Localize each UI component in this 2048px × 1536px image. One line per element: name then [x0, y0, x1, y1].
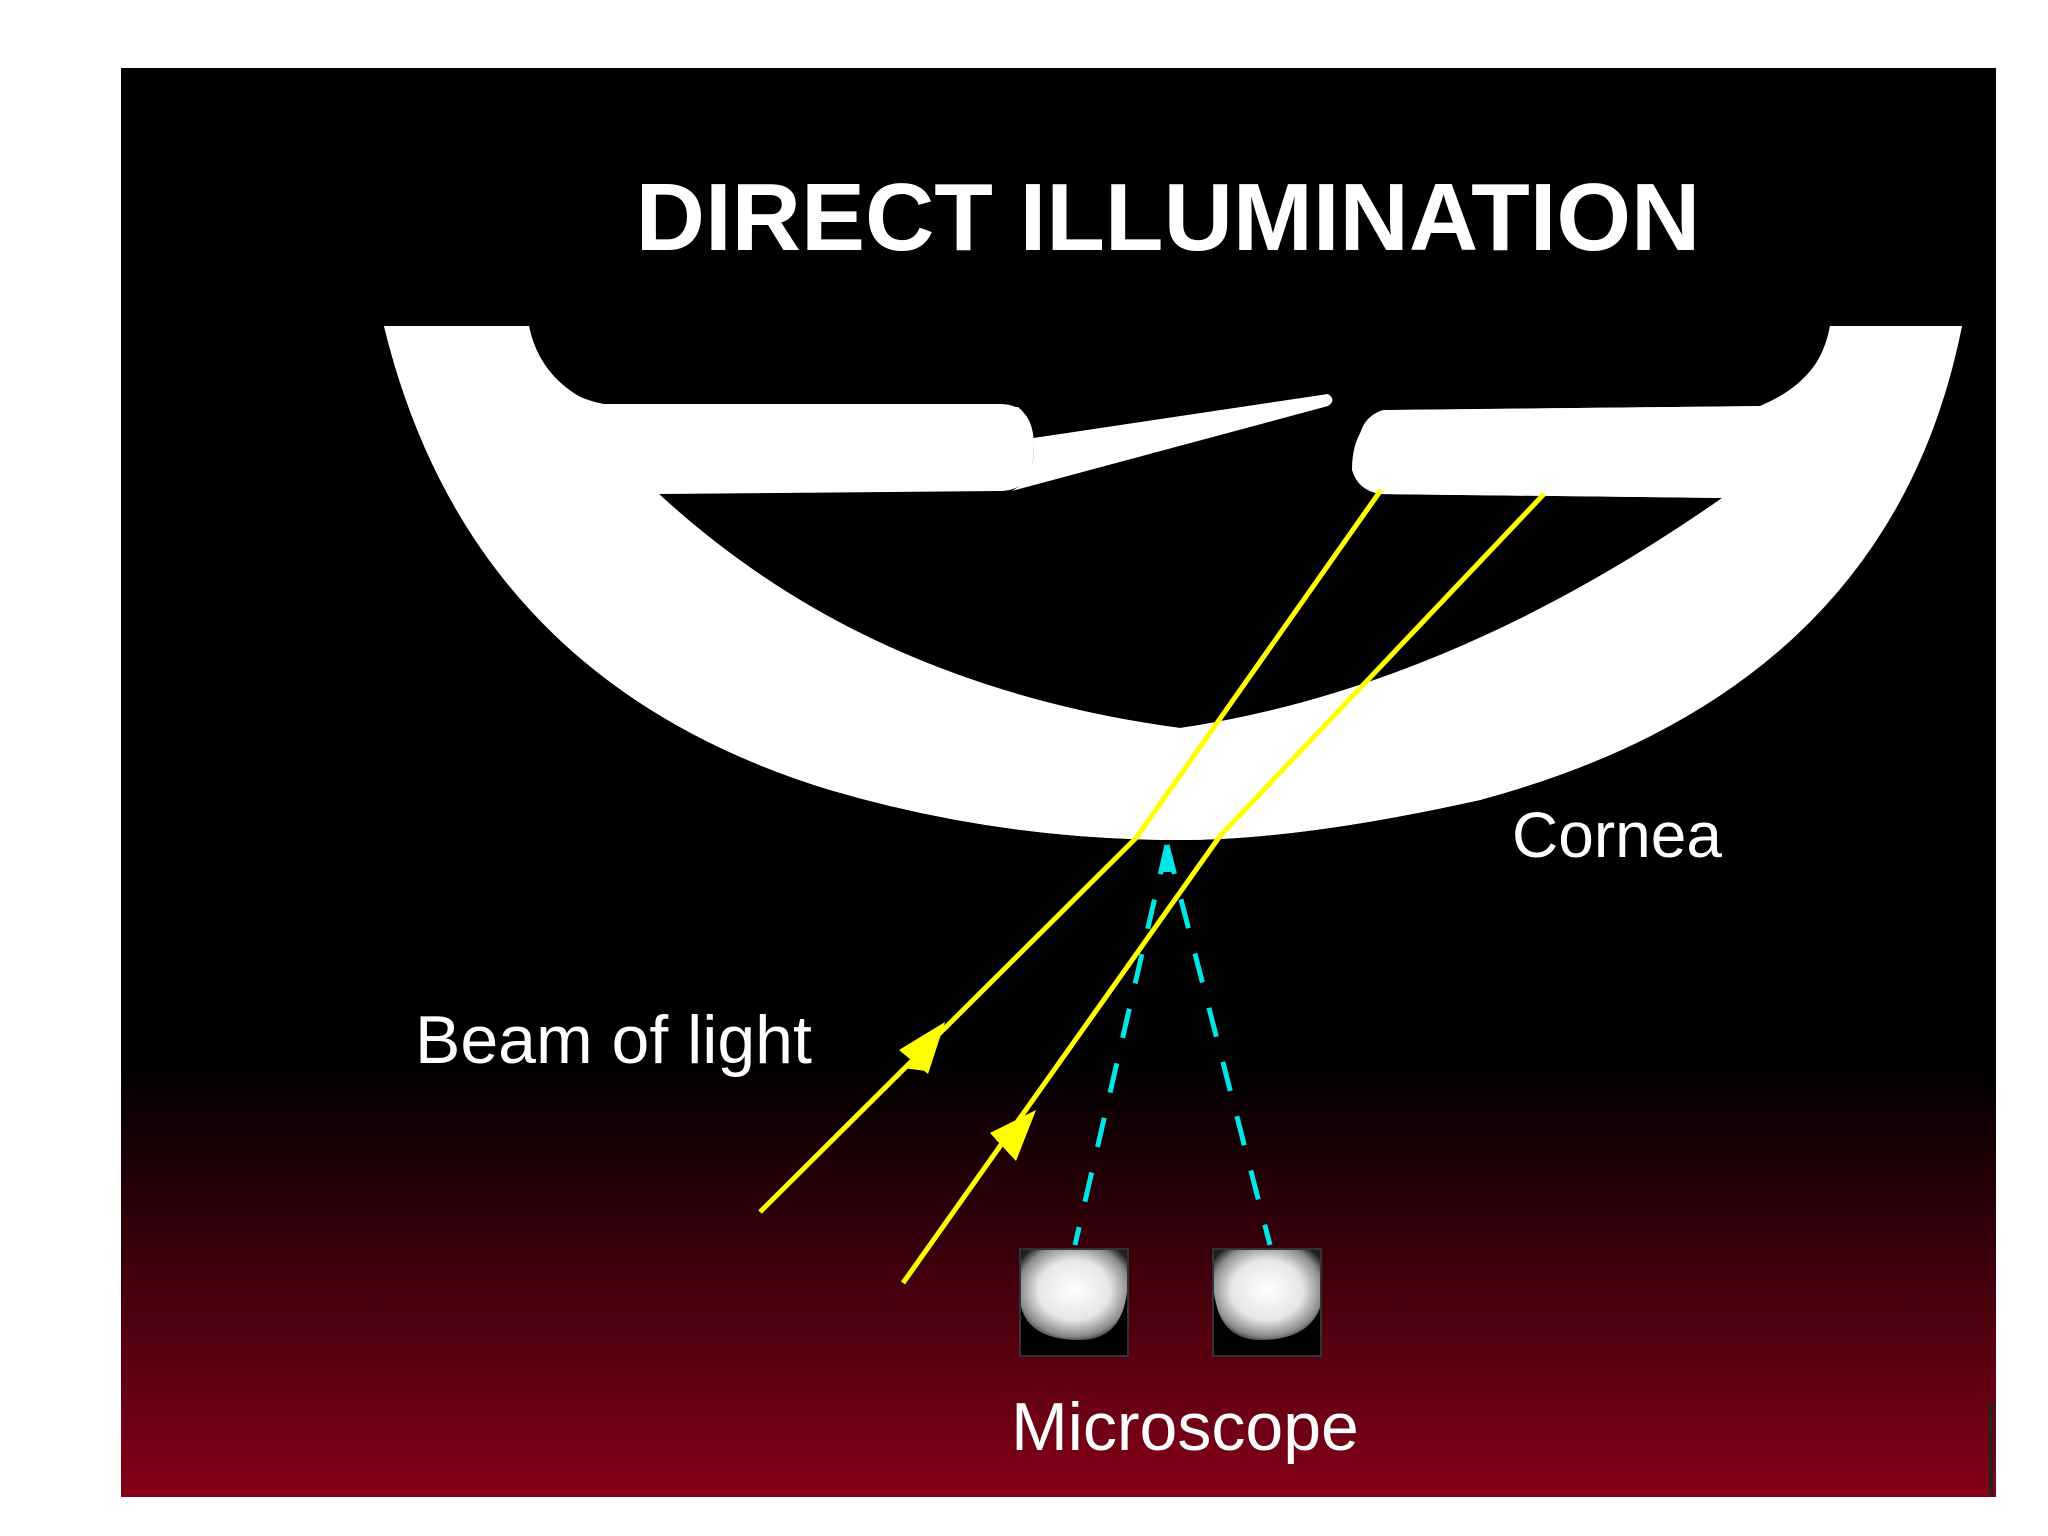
microscope-objective-icon	[1212, 1248, 1322, 1357]
microscope-view-lines	[1072, 844, 1273, 1246]
cornea-label: Cornea	[1512, 799, 1722, 871]
arrow-head-icon	[990, 1110, 1036, 1161]
slide-edge-mark	[1989, 1402, 1993, 1495]
light-beam-upper	[758, 488, 1384, 1214]
light-beam-group	[758, 488, 1546, 1285]
view-line-left	[1072, 844, 1170, 1246]
view-arrow-icon	[1160, 845, 1175, 872]
view-line-right	[1164, 844, 1273, 1246]
slide-title: DIRECT ILLUMINATION	[636, 164, 1701, 271]
microscope-objective-icon	[1019, 1248, 1129, 1357]
cornea-crescent	[384, 326, 1962, 840]
arrow-head-icon	[899, 1022, 945, 1074]
microscope-label: Microscope	[1011, 1389, 1359, 1465]
beam-label: Beam of light	[415, 1002, 812, 1078]
iris-label: Iris	[708, 424, 793, 496]
